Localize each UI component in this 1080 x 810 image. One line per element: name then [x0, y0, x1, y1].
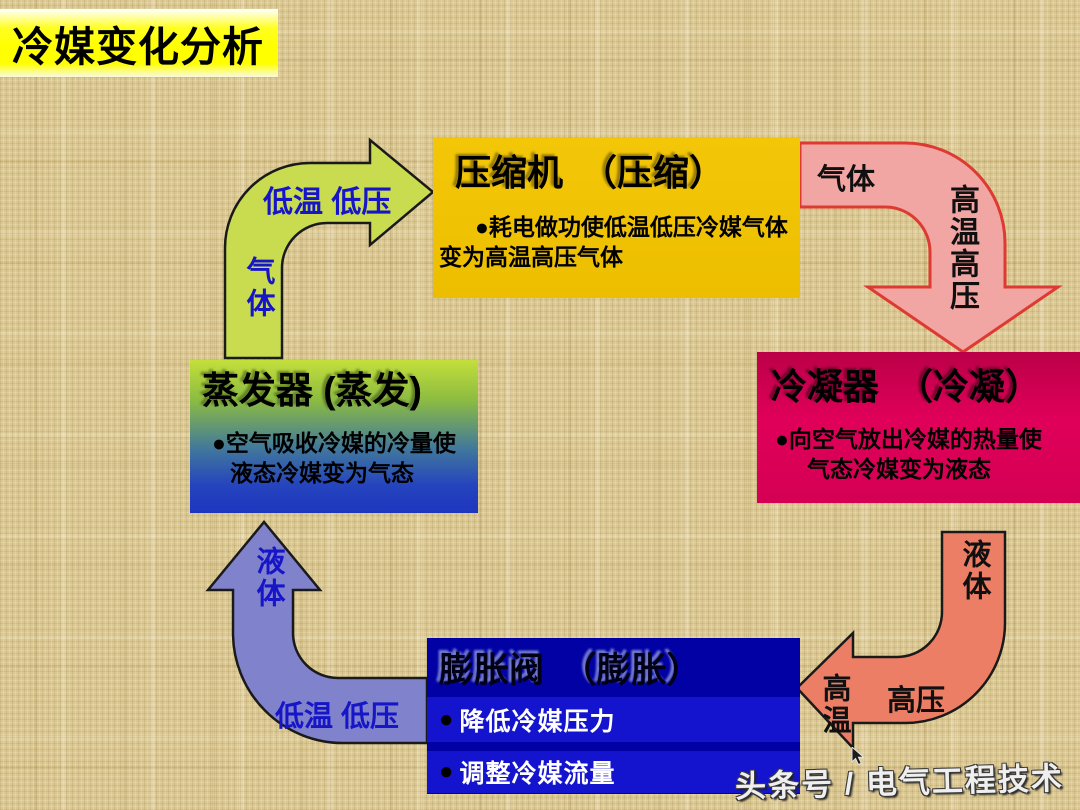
expansion-bullet-1: 降低冷媒压力 — [459, 707, 616, 736]
condenser-desc-line2: 气态冷媒变为液态 — [807, 456, 991, 482]
expansion-valve-box: 膨胀阀 （膨胀） ● 降低冷媒压力 ● 调整冷媒流量 — [427, 638, 800, 794]
compressor-box: 压缩机 （压缩） ●耗电做功使低温低压冷媒气体 变为高温高压气体 — [433, 138, 800, 298]
compressor-title: 压缩机 （压缩） — [455, 152, 726, 193]
condenser-box: 冷凝器 （冷凝） ●向空气放出冷媒的热量使 气态冷媒变为液态 — [757, 352, 1080, 503]
evaporator-desc-line2: 液态冷媒变为气态 — [230, 460, 414, 486]
bullet-icon: ● — [439, 705, 454, 733]
compressor-desc-line1: ●耗电做功使低温低压冷媒气体 — [475, 214, 788, 240]
expansion-bullet-row: ● 降低冷媒压力 — [427, 697, 800, 742]
condenser-desc-line1: ●向空气放出冷媒的热量使 — [775, 426, 1042, 452]
label-liquid-right: 液体 — [958, 539, 990, 603]
expansion-bullet-row: ● 调整冷媒流量 — [427, 751, 800, 793]
slide-title: 冷媒变化分析 — [12, 24, 264, 70]
label-gas-left: 气体 — [242, 256, 274, 320]
mouse-cursor-icon — [851, 747, 865, 766]
evaporator-box: 蒸发器 (蒸发) ●空气吸收冷媒的冷量使 液态冷媒变为气态 — [190, 360, 478, 513]
arrow-valve-to-evaporator — [205, 520, 429, 745]
bullet-icon: ● — [439, 758, 454, 785]
label-lowtemp-lowpressure-bottom: 低温 低压 — [275, 701, 400, 733]
condenser-title: 冷凝器 （冷凝） — [771, 366, 1042, 407]
expansion-valve-title: 膨胀阀 （膨胀） — [439, 651, 702, 690]
evaporator-desc-line1: ●空气吸收冷媒的冷量使 — [212, 430, 456, 456]
label-hightemp-highpressure: 高温高压 — [945, 184, 978, 312]
label-hightemp: 高温 — [818, 673, 850, 737]
expansion-bullet-2: 调整冷媒流量 — [459, 760, 616, 788]
label-liquid-left: 液体 — [252, 546, 284, 610]
compressor-desc-line2: 变为高温高压气体 — [439, 244, 623, 270]
evaporator-title: 蒸发器 (蒸发) — [202, 370, 422, 411]
slide-title-banner: 冷媒变化分析 — [0, 9, 278, 77]
label-gas-right: 气体 — [817, 164, 876, 196]
arrow-condenser-to-valve — [795, 530, 1007, 752]
label-highpressure: 高压 — [887, 685, 946, 717]
watermark: 头条号 / 电气工程技术 — [734, 760, 1065, 805]
arrow-compressor-to-condenser — [798, 141, 1063, 354]
arrow-evaporator-to-compressor — [223, 137, 435, 360]
label-lowtemp-lowpressure-top: 低温 低压 — [263, 186, 392, 219]
